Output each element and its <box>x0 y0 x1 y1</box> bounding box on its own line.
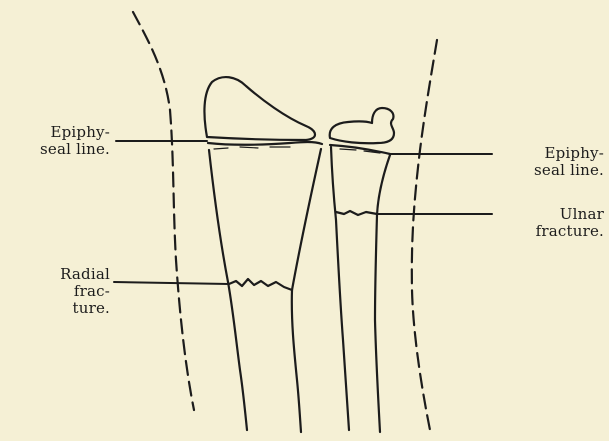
epiphyseal-label-right-line1: Epiphy- <box>494 145 604 162</box>
ulna-shaft-right <box>375 155 390 432</box>
ulnar-fracture-line <box>336 211 377 215</box>
left-arm-contour <box>133 12 194 410</box>
ulnar-fracture-label-line2: fracture. <box>494 223 604 240</box>
radial-fracture-label-line3: ture. <box>4 300 110 317</box>
ulnar-fracture-label-line1: Ulnar <box>494 206 604 223</box>
ulna-head <box>330 108 394 143</box>
radius-epiphyseal-line <box>208 142 322 145</box>
radius-epiphysis <box>204 77 315 140</box>
epiphyseal-line-label-left: Epiphy- seal line. <box>4 124 110 158</box>
ulna-shaft-left <box>331 147 349 430</box>
radial-fracture-label: Radial frac- ture. <box>4 266 110 317</box>
epiphyseal-label-right-line2: seal line. <box>494 162 604 179</box>
radius-shaft-left <box>209 150 247 430</box>
epiphyseal-label-left-line2: seal line. <box>4 141 110 158</box>
epiphyseal-line-label-right: Epiphy- seal line. <box>494 145 604 179</box>
radial-fracture-line <box>229 279 292 290</box>
epiphyseal-label-left-line1: Epiphy- <box>4 124 110 141</box>
radius-shaft-right <box>292 149 321 432</box>
radius-epiphyseal-line-dash <box>214 147 290 149</box>
right-arm-contour <box>412 40 437 430</box>
radial-fracture-label-line1: Radial <box>4 266 110 283</box>
leader-radial-fracture <box>114 282 229 284</box>
radial-fracture-label-line2: frac- <box>4 283 110 300</box>
ulnar-fracture-label: Ulnar fracture. <box>494 206 604 240</box>
ulna-epiphyseal-line <box>330 145 390 154</box>
